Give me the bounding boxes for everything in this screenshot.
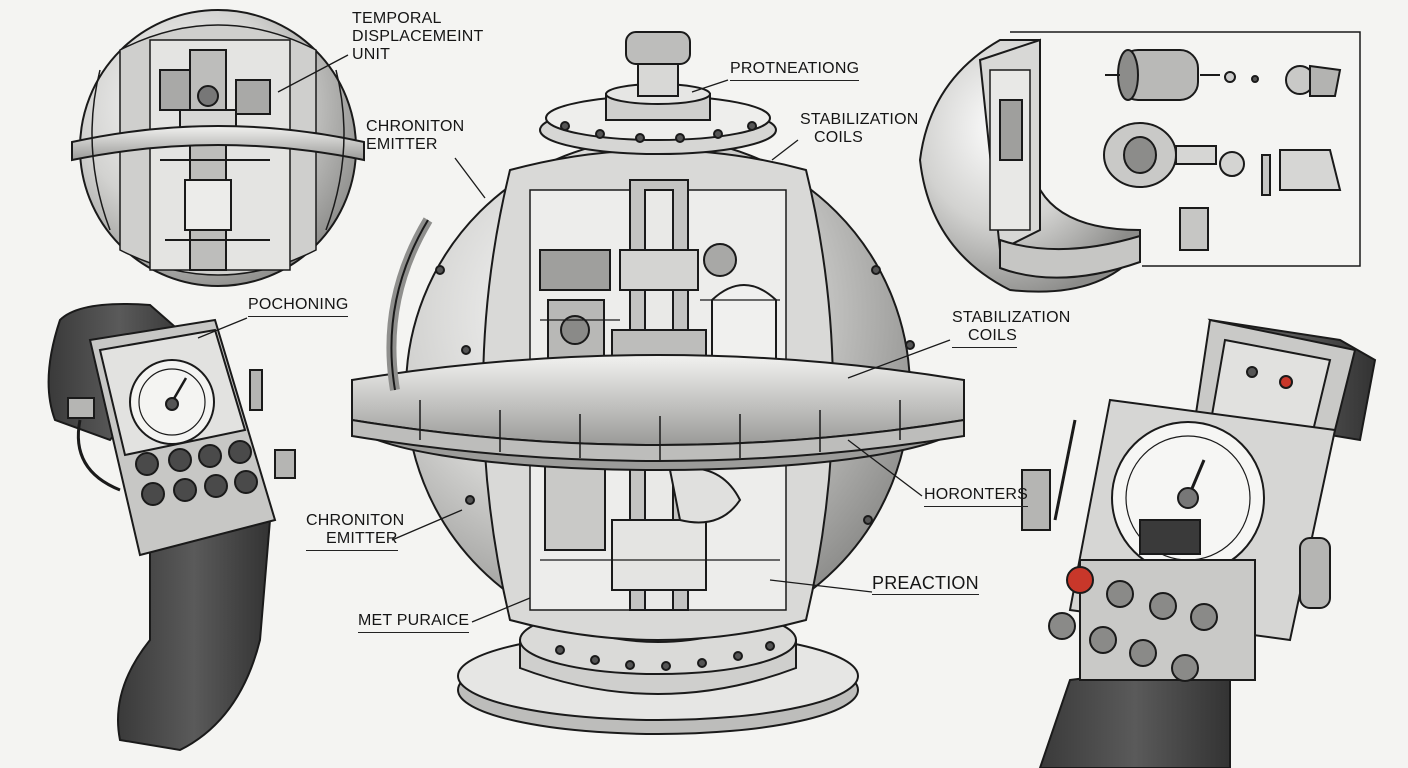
label-line: MET PURAICE	[358, 612, 470, 629]
label-horonters: HORONTERS	[924, 486, 1029, 507]
label-line: COILS	[814, 129, 864, 146]
exploded-view-panel	[918, 31, 1361, 293]
small-sphere-cutaway	[71, 9, 365, 287]
leader-lines	[197, 54, 951, 623]
label-line: UNIT	[352, 46, 391, 63]
right-wrist-device	[1021, 318, 1377, 768]
label-protneationg: PROTNEATIONG	[730, 60, 860, 81]
label-line: COILS	[952, 327, 1018, 348]
label-pochoning: POCHONING	[248, 296, 349, 317]
label-line: CHRONITON	[306, 512, 405, 529]
label-chroniton-emitter-top: CHRONITON EMITTER	[366, 118, 464, 154]
label-line: STABILIZATION	[800, 111, 919, 128]
label-line: HORONTERS	[924, 486, 1029, 503]
label-line: PREACTION	[872, 573, 979, 593]
label-stabilization-coils-top: STABILIZATION COILS	[800, 111, 918, 147]
label-line: PROTNEATIONG	[730, 60, 860, 77]
label-line: POCHONING	[248, 296, 349, 313]
label-chroniton-emitter-mid: CHRONITON EMITTER	[306, 512, 404, 551]
label-line: TEMPORAL	[352, 10, 442, 27]
label-preaction: PREACTION	[872, 574, 979, 595]
label-line: STABILIZATION	[952, 309, 1071, 326]
central-temporal-device	[351, 31, 965, 735]
label-stabilization-coils-mid: STABILIZATION COILS	[952, 309, 1070, 348]
label-line: EMITTER	[306, 530, 398, 551]
label-met-puraice: MET PURAICE	[358, 612, 470, 633]
label-line: EMITTER	[366, 136, 438, 153]
left-wrist-device	[47, 303, 296, 752]
label-temporal-displacement-unit: TEMPORAL DISPLACEMEINT UNIT	[352, 10, 484, 64]
label-line: CHRONITON	[366, 118, 465, 135]
label-line: DISPLACEMEINT	[352, 28, 484, 45]
